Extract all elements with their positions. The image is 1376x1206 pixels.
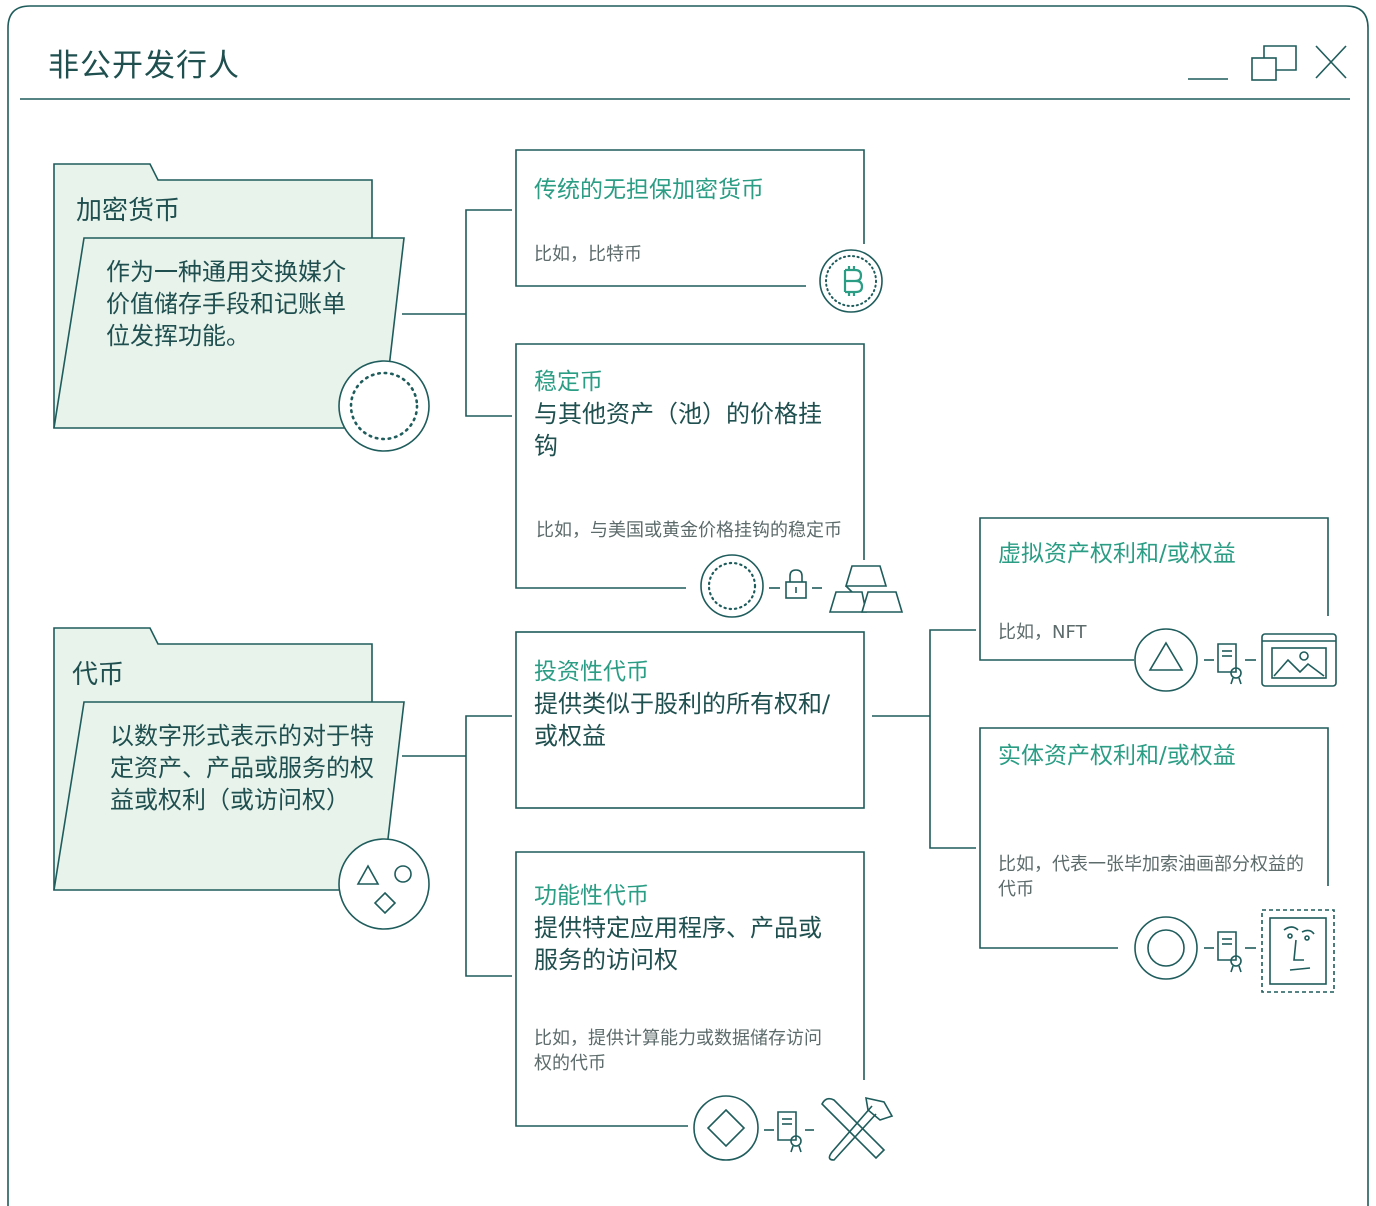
- box-utility-example: 比如，提供计算能力或数据储存访问权的代币: [534, 1028, 822, 1074]
- lock-icon: [785, 569, 807, 599]
- box-virtual-title: 虚拟资产权利和/或权益: [998, 541, 1236, 567]
- box-utility-title: 功能性代币: [534, 883, 649, 909]
- box-investment-frame: [515, 631, 865, 809]
- stamp-portrait-icon: [1261, 909, 1335, 993]
- dotted-coin-icon: [700, 554, 764, 618]
- gold-bars-icon: [828, 565, 904, 613]
- box-physical-title: 实体资产权利和/或权益: [998, 743, 1236, 769]
- box-virtual-frame: [979, 517, 1329, 661]
- box-stablecoin-title: 稳定币: [534, 369, 603, 395]
- dotted-coin-icon: [338, 360, 430, 452]
- shapes-token-icon: [338, 838, 430, 930]
- bitcoin-icon: [819, 249, 883, 313]
- triangle-token-icon: [1134, 628, 1198, 692]
- crypto-folder-title: 加密货币: [76, 196, 181, 226]
- certificate-icon: [1217, 931, 1242, 973]
- circle-token-icon: [1134, 916, 1198, 980]
- box-stablecoin-subtitle: 与其他资产（池）的价格挂钩: [534, 400, 822, 460]
- diamond-token-icon: [693, 1095, 759, 1161]
- window-frame: [7, 5, 1369, 1206]
- window-title: 非公开发行人: [48, 48, 240, 84]
- image-icon: [1261, 633, 1337, 687]
- box-physical-frame: [979, 727, 1329, 949]
- crypto-folder-description: 作为一种通用交换媒介价值储存手段和记账单位发挥功能。: [106, 258, 346, 350]
- certificate-icon: [1217, 643, 1242, 685]
- token-folder[interactable]: [53, 627, 405, 891]
- box-stablecoin-frame: [515, 343, 865, 589]
- box-utility-frame: [515, 851, 865, 1127]
- box-bitcoin-title: 传统的无担保加密货币: [534, 177, 764, 203]
- token-folder-title: 代币: [72, 660, 125, 690]
- crypto-folder[interactable]: [53, 163, 405, 429]
- restore-icon[interactable]: [1251, 45, 1297, 81]
- box-utility-subtitle: 提供特定应用程序、产品或服务的访问权: [534, 914, 822, 974]
- box-investment-title: 投资性代币: [534, 659, 649, 685]
- minimize-icon[interactable]: [1186, 44, 1230, 84]
- close-icon[interactable]: [1315, 45, 1347, 79]
- token-folder-description: 以数字形式表示的对于特定资产、产品或服务的权益或权利（或访问权）: [110, 722, 374, 814]
- box-stablecoin-example: 比如，与美国或黄金价格挂钩的稳定币: [536, 520, 842, 541]
- box-bitcoin-frame: [515, 149, 865, 287]
- tools-icon: [821, 1096, 894, 1161]
- box-virtual-example: 比如，NFT: [998, 622, 1087, 643]
- box-investment-subtitle: 提供类似于股利的所有权和/或权益: [534, 690, 831, 750]
- box-bitcoin-example: 比如，比特币: [534, 244, 642, 265]
- box-physical-example: 比如，代表一张毕加索油画部分权益的代币: [998, 854, 1304, 900]
- certificate-icon: [777, 1111, 802, 1153]
